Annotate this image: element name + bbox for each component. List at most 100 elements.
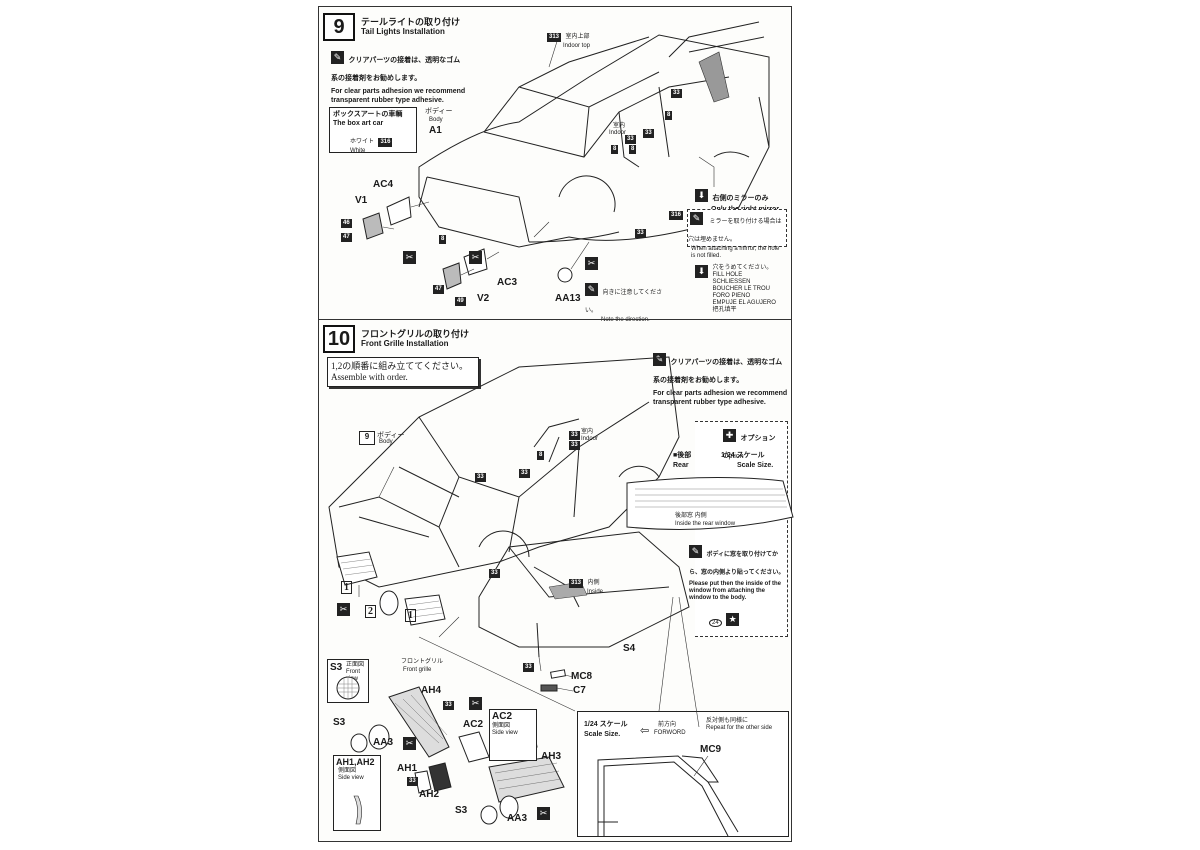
part-aa3-a: AA3 <box>373 737 394 748</box>
part-aa3-b: AA3 <box>507 813 528 824</box>
assemble-order-box: 1,2の順番に組み立ててください。 Assemble with order. <box>327 357 479 387</box>
white-jp: ホワイト <box>350 139 375 145</box>
ah12-side-en: Side view <box>338 775 364 781</box>
code-47a: 47 <box>341 233 352 242</box>
part-ac4: AC4 <box>373 179 394 190</box>
instruction-sheet: 9 テールライトの取り付け Tail Lights Installation ✎… <box>318 6 794 842</box>
fill-hole-icon: ⬇ <box>695 265 708 278</box>
option-header: ✚ オプション Option <box>723 427 791 463</box>
arrow-left-icon: ⇦ <box>640 725 650 737</box>
scale-en: Scale Size. <box>584 731 621 738</box>
fill-hole-legend: ⬇ 穴をうめてください。 FILL HOLE SCHLIESSEN BOUCHE… <box>695 265 776 316</box>
ac2-side-en: Side view <box>492 730 518 736</box>
white-code: 316 <box>378 138 393 147</box>
mirror-icon: ⬇ <box>695 189 708 203</box>
option-icon: ✚ <box>723 429 736 443</box>
fill-hole-jp: 穴をうめてください。 <box>712 265 773 271</box>
code-33-ah4: 33 <box>443 701 454 710</box>
repeat-en: Repeat for the other side <box>706 725 773 731</box>
part-v2: V2 <box>477 293 490 304</box>
scale-en-rear: Scale Size. <box>737 462 774 469</box>
indoor-top-jp: 室内上部 <box>565 34 590 40</box>
part-mc8: MC8 <box>571 671 593 682</box>
part-aa13: AA13 <box>555 293 581 304</box>
step10-title-en: Front Grille Installation <box>361 339 449 348</box>
code-33-10a: 33 <box>569 431 580 440</box>
front-grille-jp: フロントグリル <box>401 659 444 665</box>
part-s3-front: S3 <box>330 662 343 673</box>
right-mirror-jp: 右側のミラーのみ <box>712 195 769 202</box>
part-mc9: MC9 <box>700 744 722 755</box>
part-c7: C7 <box>573 685 586 696</box>
fill-hole-1: SCHLIESSEN <box>712 279 751 285</box>
code-46: 46 <box>341 219 352 228</box>
ah12-side-view-box: AH1,AH2 側面図 Side view <box>333 755 381 831</box>
code-8d: 8 <box>611 145 619 154</box>
code-33-10c: 33 <box>519 469 530 478</box>
code-33d: 33 <box>625 135 636 144</box>
step10-glue-jp: クリアパーツの接着は、透明なゴム系の接着剤をお勧めします。 <box>653 359 783 384</box>
direction-note: ✎ 向きに注意してください。 Note the direction. <box>585 281 665 324</box>
box-art-car-panel: ボックスアートの車輌 The box art car ホワイト 316 Whit… <box>329 107 417 154</box>
box-art-en: The box art car <box>333 120 384 127</box>
step10-title-jp: フロントグリルの取り付け <box>361 329 470 339</box>
part-s3-c: S3 <box>455 805 468 816</box>
part-s4: S4 <box>623 643 636 654</box>
mirror-note-jp: ミラーを取り付ける場合は穴は埋めません。 <box>688 219 782 243</box>
indoor-jp-10: 室内 <box>581 429 594 435</box>
code-33c: 33 <box>643 129 654 138</box>
forword-en: FORWORD <box>654 730 686 736</box>
step10-glue-en: For clear parts adhesion we recommend tr… <box>653 390 788 406</box>
inside-code: 313 <box>569 579 584 588</box>
cut-icon: ✂ <box>403 737 416 750</box>
glue-icon: ✎ <box>690 212 703 226</box>
order-mark-1a: 1 <box>341 581 352 594</box>
code-33-ah1: 33 <box>407 777 418 786</box>
indoor-top-label: 313 室内上部 Indoor top <box>547 25 590 50</box>
direction-en: Note the direction. <box>601 317 650 323</box>
order-mark-2: 2 <box>365 605 376 618</box>
part-ac2: AC2 <box>463 719 484 730</box>
step10-body-jp: ボディー <box>377 432 405 439</box>
step-divider <box>319 319 791 320</box>
code-33-10b: 33 <box>569 441 580 450</box>
cut-icon: ✂ <box>469 251 482 264</box>
order-en: Assemble with order. <box>331 372 408 382</box>
step9-title-en: Tail Lights Installation <box>361 27 445 36</box>
box-art-jp: ボックスアートの車輌 <box>333 111 403 118</box>
ac2-side-jp: 側面図 <box>492 723 511 729</box>
step9-title-jp: テールライトの取り付け <box>361 17 461 27</box>
mirror-note-box: ✎ ミラーを取り付ける場合は穴は埋めません。 When attaching a … <box>687 209 787 259</box>
leader-lines <box>418 596 700 728</box>
front-view-s3-box: S3 正面図 Front view <box>327 659 369 703</box>
option-jp: オプション <box>740 435 776 442</box>
side-window-drawing <box>597 755 739 837</box>
white-en: White <box>350 148 366 154</box>
part-ac3: AC3 <box>497 277 518 288</box>
scale-jp: 1/24 スケール <box>584 721 628 728</box>
code-33-10d: 33 <box>475 473 486 482</box>
step10-glue-note: ✎ クリアパーツの接着は、透明なゴム系の接着剤をお勧めします。 For clea… <box>653 351 788 407</box>
order-mark-1b: 1 <box>405 609 416 622</box>
cut-icon: ✂ <box>585 257 598 270</box>
repeat-jp: 反対側も同様に <box>706 718 749 724</box>
rear-window-decal <box>626 476 794 530</box>
glue-icon: ✎ <box>331 51 344 65</box>
forword-jp: 前方向 <box>658 722 677 728</box>
window-note-jp: ボディに窓を取り付けてから、窓の内側より貼ってください。 <box>689 552 785 576</box>
indoor-top-en: Indoor top <box>563 43 591 49</box>
code-47b: 47 <box>433 285 444 294</box>
option-en: Option <box>723 453 744 460</box>
glue-icon: ✎ <box>653 353 666 367</box>
rear-window-en: Inside the rear window <box>675 521 736 527</box>
step9-glue-note: ✎ クリアパーツの接着は、透明なゴム系の接着剤をお勧めします。 For clea… <box>331 49 466 105</box>
fill-hole-0: FILL HOLE <box>712 272 743 278</box>
ah12-label: AH1,AH2 <box>336 757 375 767</box>
step9-body-jp: ボディー <box>425 108 453 115</box>
indoor-jp: 室内 <box>613 123 626 129</box>
front-grille-en: Front grille <box>403 667 432 673</box>
inside-jp: 内側 <box>587 580 600 586</box>
code-8-10: 8 <box>537 451 545 460</box>
glue-icon: ✎ <box>585 283 598 297</box>
indoor-top-code: 313 <box>547 33 562 42</box>
